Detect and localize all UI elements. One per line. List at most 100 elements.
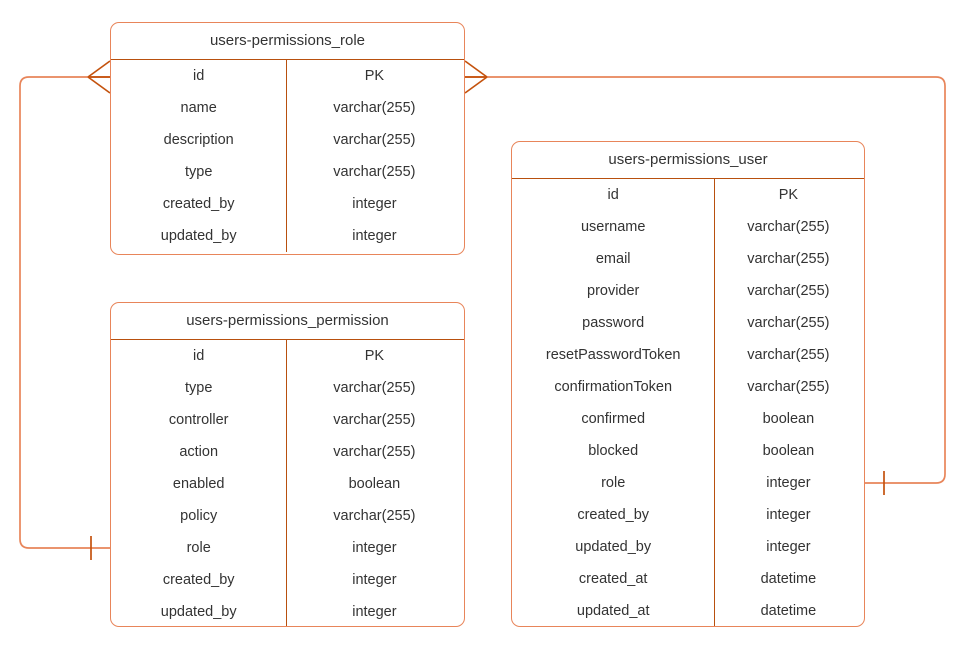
- field-name: password: [582, 315, 645, 331]
- field-row[interactable]: enabled boolean: [111, 468, 464, 500]
- entity-body-users-permissions-permission: id PK type varchar(255) controller varch…: [111, 340, 464, 626]
- field-row[interactable]: type varchar(255): [111, 372, 464, 404]
- field-name: updated_by: [575, 539, 652, 555]
- field-row[interactable]: name varchar(255): [111, 92, 464, 124]
- entity-table-users-permissions-role[interactable]: users-permissions_role id PK name varcha…: [110, 22, 465, 255]
- field-name: policy: [180, 508, 218, 524]
- field-row[interactable]: type varchar(255): [111, 156, 464, 188]
- field-type: integer: [352, 540, 397, 556]
- field-name: provider: [587, 283, 640, 299]
- field-name: type: [184, 164, 213, 180]
- field-row[interactable]: role integer: [111, 532, 464, 564]
- field-row[interactable]: password varchar(255): [512, 307, 864, 339]
- field-name: role: [601, 475, 626, 491]
- field-row[interactable]: action varchar(255): [111, 436, 464, 468]
- field-name: description: [163, 132, 234, 148]
- field-name: name: [180, 100, 217, 116]
- field-row[interactable]: resetPasswordToken varchar(255): [512, 339, 864, 371]
- field-row[interactable]: confirmationToken varchar(255): [512, 371, 864, 403]
- field-name: created_by: [577, 507, 650, 523]
- field-type: integer: [352, 196, 397, 212]
- field-row[interactable]: created_by integer: [512, 499, 864, 531]
- field-name: created_at: [578, 571, 648, 587]
- field-name: id: [193, 68, 205, 84]
- field-type: varchar(255): [747, 315, 830, 331]
- crowsfoot-many-role-right: [464, 60, 488, 94]
- field-type: varchar(255): [333, 132, 416, 148]
- field-type: integer: [766, 539, 811, 555]
- field-type: integer: [352, 228, 397, 244]
- field-name: controller: [168, 412, 229, 428]
- field-row[interactable]: role integer: [512, 467, 864, 499]
- field-row[interactable]: updated_by integer: [512, 531, 864, 563]
- field-type: datetime: [760, 603, 817, 619]
- crowsfoot-many-role-left: [87, 60, 111, 94]
- field-row[interactable]: description varchar(255): [111, 124, 464, 156]
- field-name: created_by: [162, 572, 235, 588]
- field-type: varchar(255): [747, 219, 830, 235]
- entity-title-users-permissions-permission: users-permissions_permission: [111, 303, 464, 340]
- field-name: id: [193, 348, 205, 364]
- entity-title-users-permissions-role: users-permissions_role: [111, 23, 464, 60]
- field-type: PK: [364, 68, 385, 84]
- field-type: varchar(255): [747, 379, 830, 395]
- entity-body-users-permissions-user: id PK username varchar(255) email varcha…: [512, 179, 864, 626]
- field-row[interactable]: id PK: [512, 179, 864, 211]
- field-type: varchar(255): [333, 508, 416, 524]
- field-type: boolean: [762, 443, 815, 459]
- field-name: email: [595, 251, 631, 267]
- field-row[interactable]: provider varchar(255): [512, 275, 864, 307]
- field-type: varchar(255): [333, 444, 416, 460]
- entity-body-users-permissions-role: id PK name varchar(255) description varc…: [111, 60, 464, 252]
- field-name: created_by: [162, 196, 235, 212]
- field-type: PK: [778, 187, 799, 203]
- field-row[interactable]: confirmed boolean: [512, 403, 864, 435]
- field-name: type: [184, 380, 213, 396]
- field-row[interactable]: username varchar(255): [512, 211, 864, 243]
- field-name: updated_at: [576, 603, 650, 619]
- field-row[interactable]: policy varchar(255): [111, 500, 464, 532]
- field-type: PK: [364, 348, 385, 364]
- column-divider: [286, 340, 288, 626]
- column-divider: [714, 179, 716, 626]
- field-row[interactable]: created_by integer: [111, 188, 464, 220]
- field-name: updated_by: [160, 604, 237, 620]
- field-row[interactable]: updated_at datetime: [512, 595, 864, 626]
- field-name: resetPasswordToken: [545, 347, 681, 363]
- field-type: datetime: [760, 571, 817, 587]
- field-row[interactable]: updated_by integer: [111, 220, 464, 252]
- field-type: boolean: [348, 476, 401, 492]
- field-name: updated_by: [160, 228, 237, 244]
- field-name: confirmed: [581, 411, 646, 427]
- field-row[interactable]: email varchar(255): [512, 243, 864, 275]
- field-type: varchar(255): [333, 380, 416, 396]
- field-type: integer: [352, 604, 397, 620]
- field-row[interactable]: blocked boolean: [512, 435, 864, 467]
- field-type: integer: [766, 507, 811, 523]
- field-type: boolean: [762, 411, 815, 427]
- field-name: enabled: [172, 476, 225, 492]
- column-divider: [286, 60, 288, 252]
- field-name: id: [607, 187, 619, 203]
- field-type: integer: [352, 572, 397, 588]
- field-type: varchar(255): [747, 283, 830, 299]
- field-name: blocked: [588, 443, 639, 459]
- entity-title-users-permissions-user: users-permissions_user: [512, 142, 864, 179]
- field-name: username: [580, 219, 646, 235]
- field-row[interactable]: created_by integer: [111, 564, 464, 596]
- field-type: varchar(255): [333, 100, 416, 116]
- field-row[interactable]: created_at datetime: [512, 563, 864, 595]
- field-name: role: [186, 540, 211, 556]
- field-row[interactable]: updated_by integer: [111, 596, 464, 626]
- field-row[interactable]: controller varchar(255): [111, 404, 464, 436]
- field-type: varchar(255): [333, 164, 416, 180]
- field-type: varchar(255): [747, 347, 830, 363]
- field-name: action: [179, 444, 219, 460]
- connector-role-permission: [19, 76, 110, 549]
- field-row[interactable]: id PK: [111, 340, 464, 372]
- field-name: confirmationToken: [554, 379, 673, 395]
- entity-table-users-permissions-permission[interactable]: users-permissions_permission id PK type …: [110, 302, 465, 627]
- entity-table-users-permissions-user[interactable]: users-permissions_user id PK username va…: [511, 141, 865, 627]
- field-row[interactable]: id PK: [111, 60, 464, 92]
